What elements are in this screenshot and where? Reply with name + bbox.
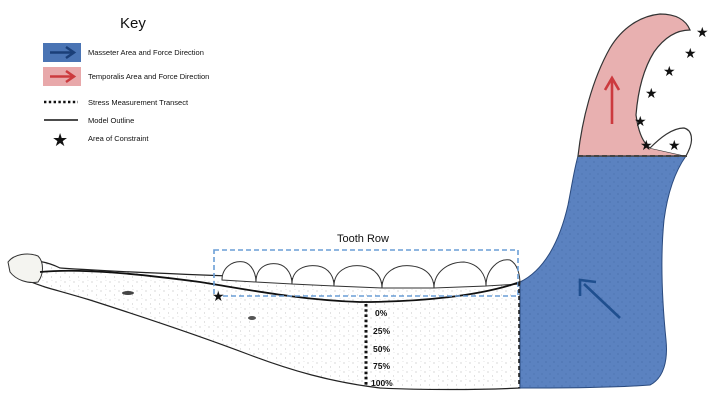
red-arrow-swatch-icon bbox=[50, 69, 77, 84]
key-legend: Key Masseter Area and Force Direction Te… bbox=[43, 15, 209, 151]
masseter-key-label: Masseter Area and Force Direction bbox=[88, 48, 204, 57]
model-outline bbox=[39, 269, 521, 303]
temporalis-key-label: Temporalis Area and Force Direction bbox=[88, 72, 209, 81]
transect-label-75: 75% bbox=[373, 361, 390, 371]
masseter-arrowhead-icon bbox=[578, 278, 597, 296]
star-icon: ★ bbox=[640, 138, 653, 154]
temporalis-region bbox=[577, 13, 691, 157]
temporalis-force-arrow bbox=[603, 75, 621, 124]
star-icon: ★ bbox=[663, 64, 676, 80]
mandible bbox=[7, 13, 693, 391]
mental-foramen bbox=[122, 291, 134, 295]
stress-transect: 0% 25% 50% 75% 100% bbox=[364, 304, 393, 388]
masseter-force-arrow bbox=[578, 278, 621, 319]
key-title: Key bbox=[120, 15, 146, 32]
star-icon: ★ bbox=[52, 130, 68, 151]
condyle-notch bbox=[649, 127, 693, 157]
constraint-key-item: ★ Area of Constraint bbox=[52, 130, 149, 151]
foramen-mark bbox=[248, 316, 256, 320]
outline-key-label: Model Outline bbox=[88, 116, 134, 125]
star-icon: ★ bbox=[634, 114, 647, 130]
blue-arrow-swatch-icon bbox=[50, 45, 77, 60]
transect-label-100: 100% bbox=[371, 378, 393, 388]
masseter-key-item: Masseter Area and Force Direction bbox=[43, 43, 204, 62]
tooth-row-box-group: Tooth Row bbox=[213, 233, 519, 297]
star-icon: ★ bbox=[696, 25, 709, 41]
temporalis-arrowhead-icon bbox=[603, 75, 621, 91]
incisor-tip bbox=[7, 253, 43, 283]
star-icon: ★ bbox=[668, 138, 681, 154]
constraint-key-label: Area of Constraint bbox=[88, 134, 149, 143]
transect-key-item: Stress Measurement Transect bbox=[44, 98, 189, 107]
star-icon: ★ bbox=[212, 289, 225, 305]
star-icon: ★ bbox=[645, 86, 658, 102]
transect-label-25: 25% bbox=[373, 326, 390, 336]
outline-key-item: Model Outline bbox=[44, 116, 134, 125]
tooth-row-label: Tooth Row bbox=[337, 233, 389, 245]
transect-label-50: 50% bbox=[373, 344, 390, 354]
constraint-stars: ★ ★ ★ ★ ★ ★ ★ ★ bbox=[212, 25, 709, 305]
star-icon: ★ bbox=[684, 46, 697, 62]
tooth-row-box bbox=[213, 249, 519, 297]
tooth-row-teeth bbox=[221, 259, 521, 289]
transect-label-0: 0% bbox=[375, 308, 388, 318]
temporalis-key-item: Temporalis Area and Force Direction bbox=[43, 67, 209, 86]
transect-key-label: Stress Measurement Transect bbox=[88, 98, 189, 107]
